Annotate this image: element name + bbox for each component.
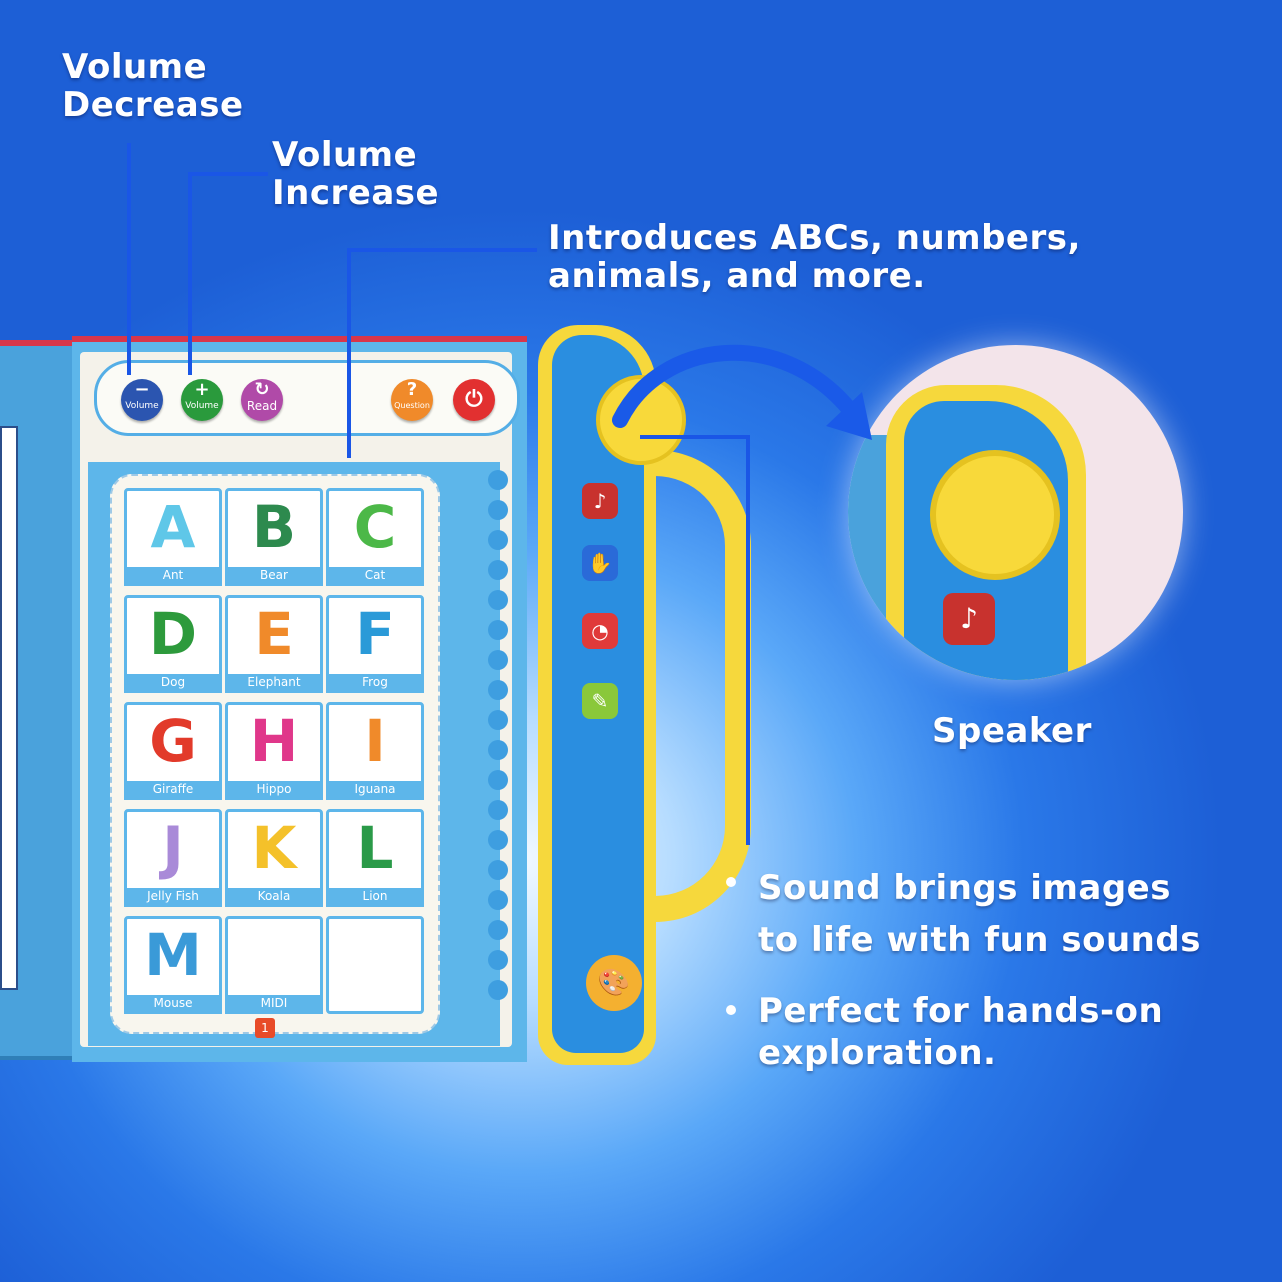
zoom-music-icon: ♪ bbox=[943, 593, 995, 645]
page-edge-bumps bbox=[488, 470, 510, 1030]
alphabet-word: Ant bbox=[124, 567, 222, 586]
alphabet-card[interactable]: F Frog bbox=[326, 595, 424, 693]
abc-icon: ✎ bbox=[582, 683, 618, 719]
alphabet-card[interactable]: J Jelly Fish bbox=[124, 809, 222, 907]
bullet-dot bbox=[726, 877, 736, 887]
power-button[interactable]: ⏻ bbox=[453, 379, 495, 421]
bullet-sound: Sound brings images to life with fun sou… bbox=[758, 868, 1201, 960]
alphabet-letter: M bbox=[144, 921, 202, 989]
hand-icon: ✋ bbox=[582, 545, 618, 581]
leader-sound-v bbox=[746, 435, 750, 845]
alphabet-card[interactable]: A Ant bbox=[124, 488, 222, 586]
alphabet-word: Bear bbox=[225, 567, 323, 586]
page-number: 1 bbox=[255, 1018, 275, 1038]
book-handle[interactable] bbox=[655, 450, 751, 922]
alphabet-letter: B bbox=[251, 493, 297, 561]
zoom-speaker bbox=[930, 450, 1060, 580]
alphabet-word: Giraffe bbox=[124, 781, 222, 800]
alphabet-card[interactable]: I Iguana bbox=[326, 702, 424, 800]
alphabet-card[interactable]: H Hippo bbox=[225, 702, 323, 800]
alphabet-word: MIDI bbox=[225, 995, 323, 1014]
bullet-hands-on: Perfect for hands-on exploration. bbox=[758, 991, 1164, 1073]
caption-volume-increase: Volume Increase bbox=[272, 135, 440, 213]
alphabet-card[interactable]: G Giraffe bbox=[124, 702, 222, 800]
left-page-edge bbox=[0, 426, 18, 990]
alphabet-letter: L bbox=[356, 814, 394, 882]
caption-volume-decrease: Volume Decrease bbox=[62, 47, 244, 125]
alphabet-word: Frog bbox=[326, 674, 424, 693]
leader-introduces-h bbox=[347, 248, 537, 252]
alphabet-word: Hippo bbox=[225, 781, 323, 800]
volume-up-label: Volume bbox=[185, 401, 219, 411]
alphabet-card[interactable]: L Lion bbox=[326, 809, 424, 907]
read-button[interactable]: ↻ Read bbox=[241, 379, 283, 421]
leader-volume-increase-v bbox=[188, 172, 192, 375]
alphabet-word: Mouse bbox=[124, 995, 222, 1014]
speaker-zoom: ♪ bbox=[848, 345, 1183, 680]
alphabet-word: Koala bbox=[225, 888, 323, 907]
power-icon: ⏻ bbox=[465, 387, 483, 412]
palette-icon: 🎨 bbox=[586, 955, 642, 1011]
alphabet-card[interactable]: K Koala bbox=[225, 809, 323, 907]
alphabet-card[interactable]: M Mouse bbox=[124, 916, 222, 1014]
volume-down-button[interactable]: − Volume bbox=[121, 379, 163, 421]
caption-speaker: Speaker bbox=[932, 711, 1092, 751]
alphabet-card[interactable]: MIDI bbox=[225, 916, 323, 1014]
question-button[interactable]: ? Question bbox=[391, 379, 433, 421]
alphabet-letter: E bbox=[254, 600, 294, 668]
question-icon: ? bbox=[406, 379, 418, 400]
alphabet-letter: J bbox=[162, 814, 184, 882]
alphabet-letter: K bbox=[251, 814, 297, 882]
alphabet-card[interactable]: D Dog bbox=[124, 595, 222, 693]
alphabet-letter: A bbox=[150, 493, 196, 561]
curved-arrow-icon bbox=[612, 344, 872, 440]
volume-down-label: Volume bbox=[125, 401, 159, 411]
bullet-dot bbox=[726, 1005, 736, 1015]
alphabet-card[interactable]: C Cat bbox=[326, 488, 424, 586]
book-spine: ♪ ✋ ◔ ✎ 🎨 bbox=[538, 325, 686, 1065]
alphabet-letter: I bbox=[364, 707, 386, 775]
alphabet-letter: C bbox=[353, 493, 397, 561]
zoom-page-edge bbox=[848, 435, 888, 680]
music-note-icon: ♪ bbox=[582, 483, 618, 519]
caption-introduces: Introduces ABCs, numbers, animals, and m… bbox=[548, 218, 1081, 296]
alphabet-word: Elephant bbox=[225, 674, 323, 693]
alphabet-card[interactable] bbox=[326, 916, 424, 1014]
clock-icon: ◔ bbox=[582, 613, 618, 649]
button-bar: − Volume + Volume ↻ Read ? Question ⏻ bbox=[94, 360, 520, 436]
alphabet-word: Cat bbox=[326, 567, 424, 586]
leader-introduces-v bbox=[347, 248, 351, 458]
minus-icon: − bbox=[134, 379, 150, 400]
volume-up-button[interactable]: + Volume bbox=[181, 379, 223, 421]
alphabet-word: Dog bbox=[124, 674, 222, 693]
alphabet-word: Lion bbox=[326, 888, 424, 907]
alphabet-card[interactable]: B Bear bbox=[225, 488, 323, 586]
leader-volume-increase-h bbox=[188, 172, 268, 176]
alphabet-word: Jelly Fish bbox=[124, 888, 222, 907]
leader-sound-h bbox=[640, 435, 750, 439]
leader-volume-decrease bbox=[127, 143, 131, 375]
repeat-icon: ↻ bbox=[254, 379, 270, 400]
plus-icon: + bbox=[194, 379, 210, 400]
alphabet-letter: G bbox=[149, 707, 197, 775]
read-label: Read bbox=[246, 399, 278, 413]
book-left-cover bbox=[0, 340, 72, 1060]
alphabet-letter: D bbox=[148, 600, 198, 668]
alphabet-card[interactable]: E Elephant bbox=[225, 595, 323, 693]
alphabet-letter: H bbox=[249, 707, 299, 775]
alphabet-word: Iguana bbox=[326, 781, 424, 800]
question-label: Question bbox=[394, 401, 430, 410]
alphabet-letter: F bbox=[355, 600, 395, 668]
